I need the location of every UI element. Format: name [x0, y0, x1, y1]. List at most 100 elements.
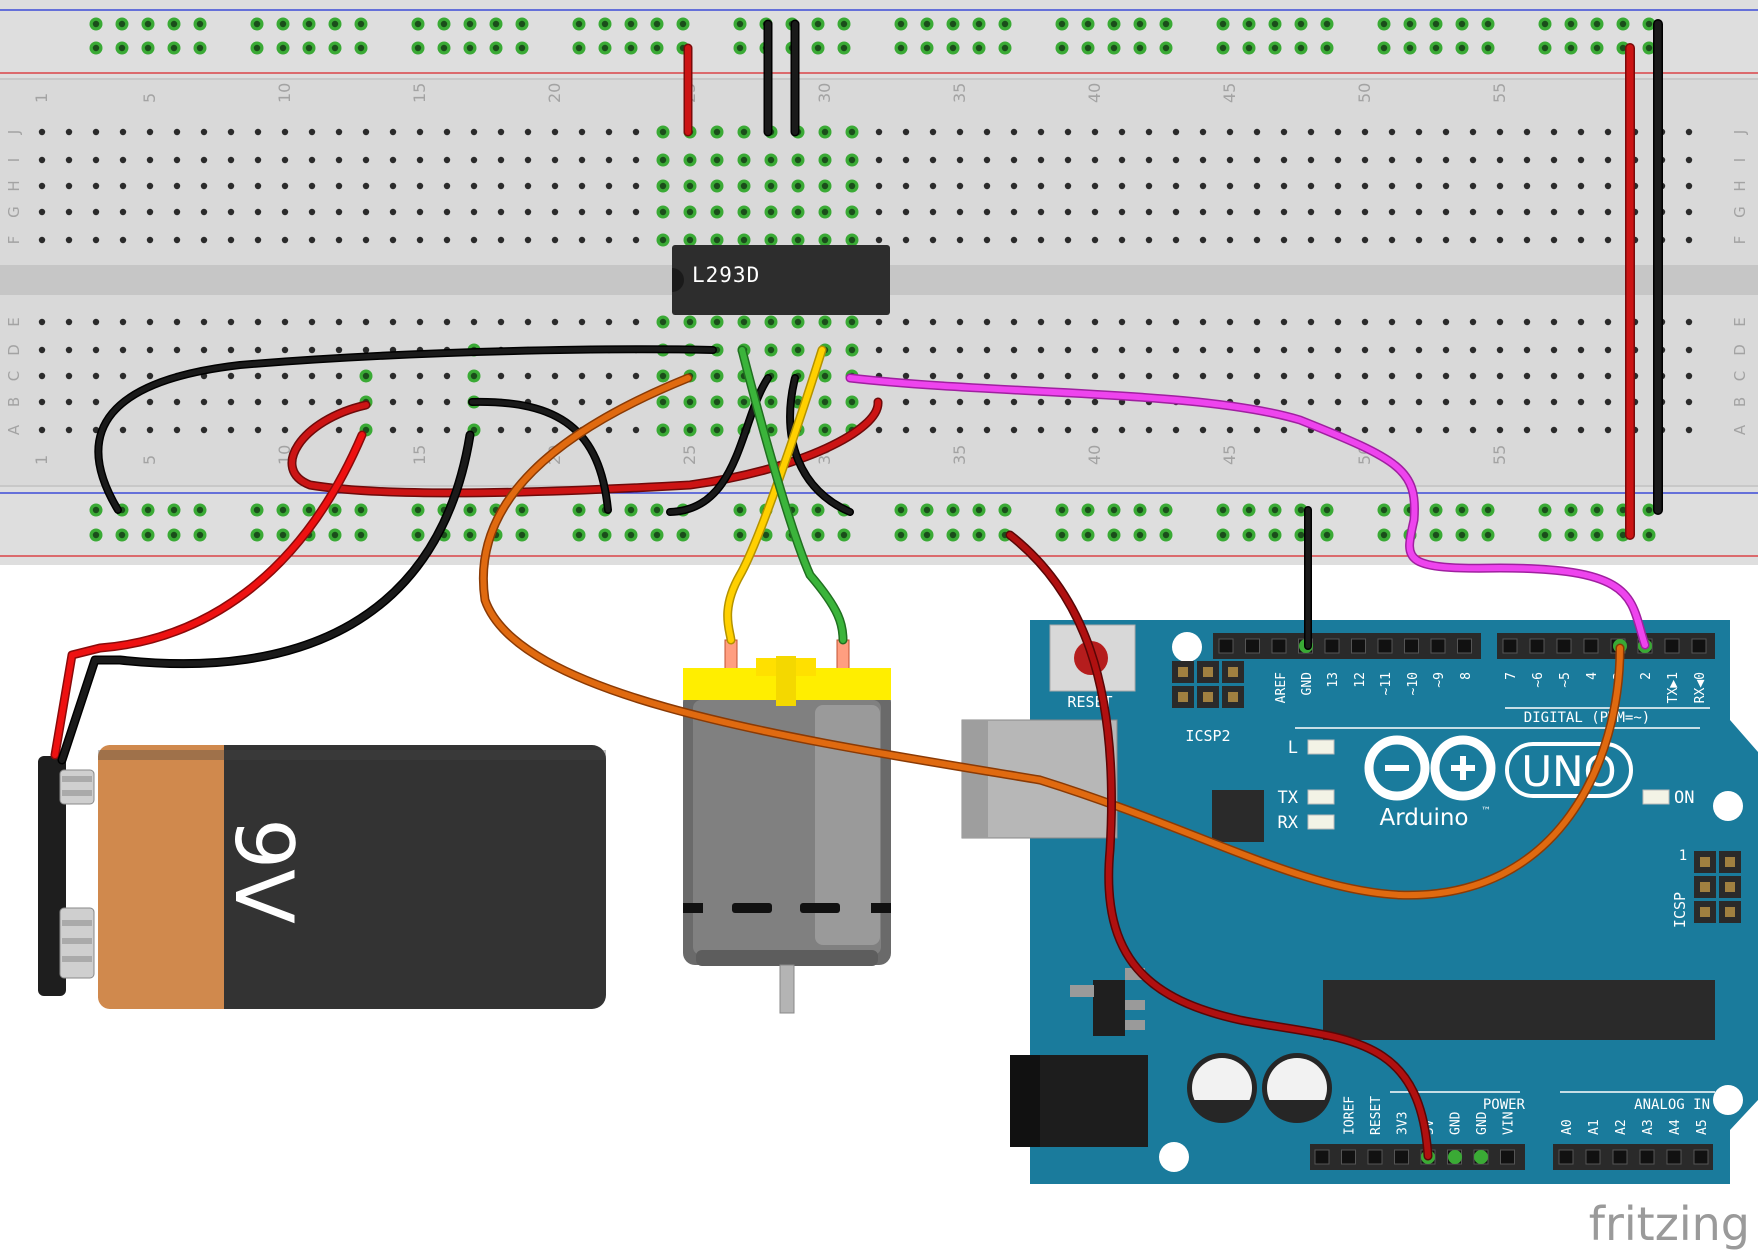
rail-hole	[736, 20, 744, 28]
rail-hole	[1162, 20, 1170, 28]
header-pin[interactable]	[1367, 1149, 1383, 1165]
breadboard-hole	[308, 318, 316, 326]
header-pin[interactable]	[1218, 638, 1234, 654]
header-pin[interactable]	[1556, 638, 1572, 654]
header-pin[interactable]	[1324, 638, 1340, 654]
rail-hole	[1136, 44, 1144, 52]
header-pin[interactable]	[1583, 638, 1599, 654]
breadboard-hole	[821, 426, 829, 434]
header-pin[interactable]	[1700, 882, 1710, 892]
breadboard-hole	[1550, 236, 1558, 244]
breadboard-hole	[92, 208, 100, 216]
rail-hole	[949, 506, 957, 514]
breadboard-hole	[1550, 398, 1558, 406]
header-pin[interactable]	[1228, 667, 1238, 677]
header-pin[interactable]	[1639, 1149, 1655, 1165]
breadboard-hole	[1550, 372, 1558, 380]
wire-black-chip-rail-1	[667, 375, 771, 515]
digital-pin-label: ~6	[1531, 672, 1546, 688]
breadboard-hole	[1280, 346, 1288, 354]
bottom-power-rail	[0, 487, 1758, 565]
breadboard-hole	[740, 208, 748, 216]
breadboard-hole	[1361, 398, 1369, 406]
rail-hole	[1541, 506, 1549, 514]
header-pin[interactable]	[1430, 638, 1446, 654]
breadboard-hole	[713, 128, 721, 136]
header-pin[interactable]	[1725, 907, 1735, 917]
header-pin[interactable]	[1271, 638, 1287, 654]
rail-hole	[1323, 531, 1331, 539]
breadboard-hole	[1280, 156, 1288, 164]
header-pin[interactable]	[1700, 907, 1710, 917]
breadboard-hole	[1523, 318, 1531, 326]
header-pin[interactable]	[1341, 1149, 1356, 1165]
header-pin[interactable]	[1664, 638, 1680, 654]
breadboard-hole	[605, 208, 613, 216]
header-pin[interactable]	[1529, 638, 1545, 654]
header-pin[interactable]	[1178, 692, 1188, 702]
header-pin[interactable]	[1314, 1149, 1330, 1165]
rail-hole	[1219, 531, 1227, 539]
header-pin[interactable]	[1457, 638, 1472, 654]
column-number: 1	[32, 93, 51, 103]
breadboard-hole	[605, 318, 613, 326]
header-pin[interactable]	[1725, 857, 1735, 867]
header-pin[interactable]	[1500, 1149, 1515, 1165]
breadboard-hole	[38, 398, 46, 406]
breadboard-hole	[416, 318, 424, 326]
logo-brand: Arduino	[1379, 805, 1468, 831]
breadboard-hole	[1091, 128, 1099, 136]
breadboard-hole	[470, 156, 478, 164]
breadboard-hole	[605, 426, 613, 434]
column-number: 45	[1220, 445, 1239, 465]
breadboard-hole	[1118, 372, 1126, 380]
header-pin[interactable]	[1245, 638, 1260, 654]
breadboard-hole	[1469, 156, 1477, 164]
breadboard-hole	[443, 236, 451, 244]
header-pin[interactable]	[1612, 1149, 1628, 1165]
breadboard-hole	[1253, 426, 1261, 434]
header-pin[interactable]	[1693, 1149, 1709, 1165]
breadboard-hole	[1064, 128, 1072, 136]
rail-hole	[923, 531, 931, 539]
breadboard-hole	[281, 236, 289, 244]
breadboard-hole	[497, 208, 505, 216]
breadboard-hole	[875, 236, 883, 244]
rail-hole	[1162, 44, 1170, 52]
header-pin[interactable]	[1404, 638, 1419, 654]
header-pin[interactable]	[1394, 1149, 1409, 1165]
led-rx-label: RX	[1278, 813, 1299, 833]
breadboard-hole	[713, 426, 721, 434]
breadboard-hole	[929, 208, 937, 216]
header-pin[interactable]	[1585, 1149, 1601, 1165]
header-pin[interactable]	[1351, 638, 1366, 654]
breadboard-hole	[1037, 318, 1045, 326]
breadboard-hole	[416, 426, 424, 434]
breadboard-hole	[1010, 372, 1018, 380]
breadboard-hole	[65, 346, 73, 354]
header-pin[interactable]	[1558, 1149, 1574, 1165]
header-pin[interactable]	[1203, 692, 1213, 702]
led-l-label: L	[1288, 738, 1298, 758]
rail-hole	[1432, 44, 1440, 52]
header-pin[interactable]	[1228, 692, 1238, 702]
header-pin[interactable]	[1691, 638, 1707, 654]
breadboard-hole	[1253, 208, 1261, 216]
header-pin[interactable]	[1203, 667, 1213, 677]
led-tx	[1307, 789, 1335, 805]
header-pin[interactable]	[1666, 1149, 1682, 1165]
rail-hole	[305, 44, 313, 52]
rail-hole	[1058, 531, 1066, 539]
header-pin[interactable]	[1700, 857, 1710, 867]
header-pin[interactable]	[1502, 638, 1518, 654]
rail-hole	[1567, 20, 1575, 28]
header-pin[interactable]	[1725, 882, 1735, 892]
digital-pin-label: 12	[1353, 672, 1368, 688]
header-pin[interactable]	[1178, 667, 1188, 677]
power-pin-label: VIN	[1502, 1112, 1517, 1135]
power-pin-label: GND	[1475, 1111, 1490, 1135]
breadboard-hole	[1415, 372, 1423, 380]
header-pin[interactable]	[1377, 638, 1393, 654]
breadboard-hole	[1091, 236, 1099, 244]
